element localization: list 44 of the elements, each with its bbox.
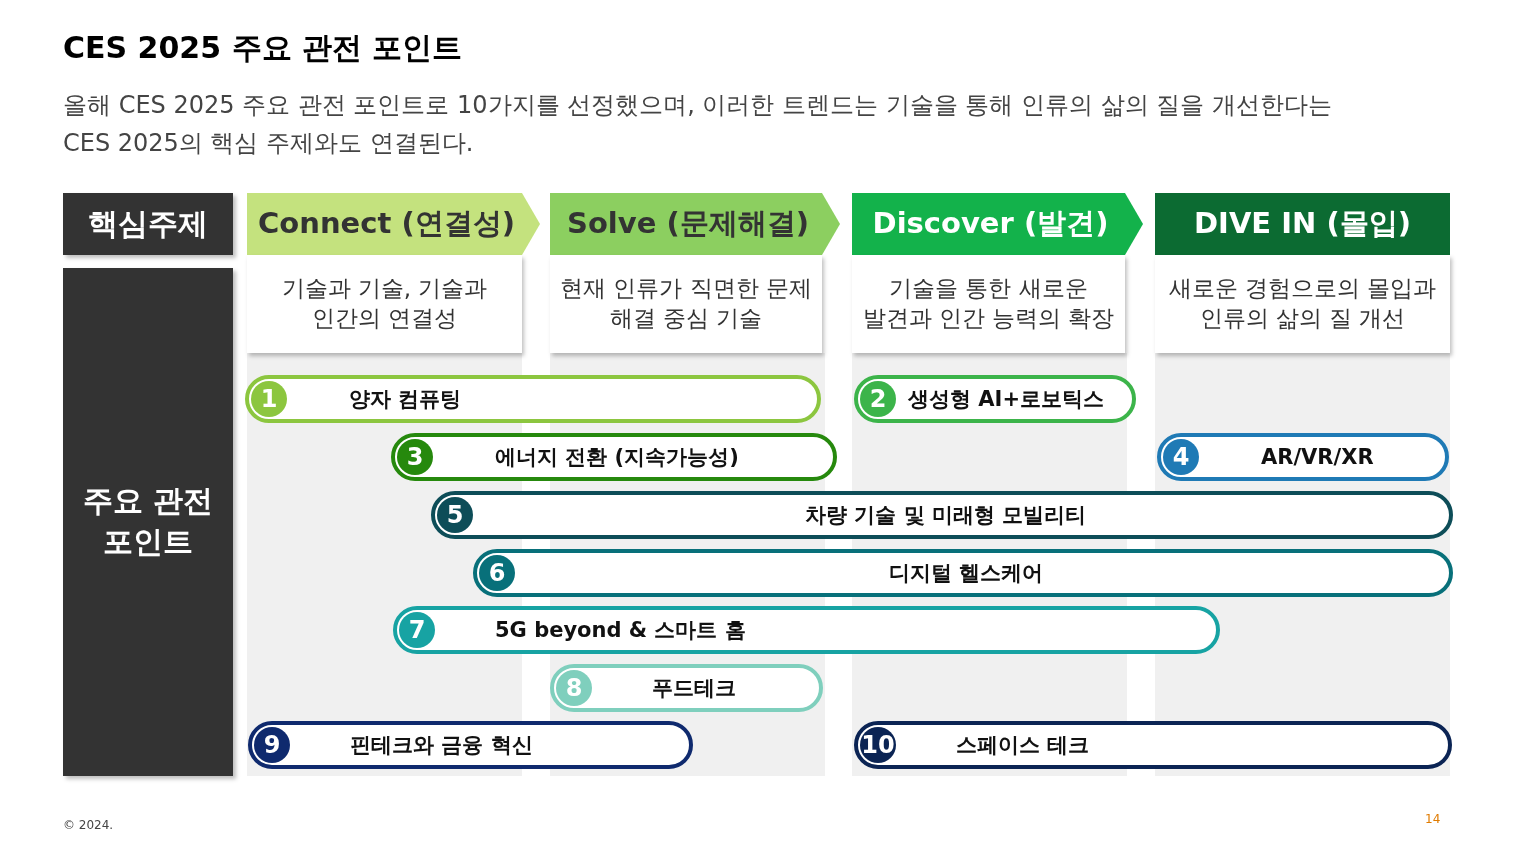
topic-pill	[473, 549, 1453, 597]
topic-label: AR/VR/XR	[1261, 444, 1374, 471]
number-badge: 4	[1163, 439, 1199, 475]
number-badge: 5	[437, 497, 473, 533]
topic-label: 디지털 헬스케어	[889, 560, 1044, 587]
row-header: 주요 관전 포인트	[63, 268, 233, 776]
topic-label: 푸드테크	[652, 675, 736, 702]
topic-label: 에너지 전환 (지속가능성)	[495, 444, 739, 471]
page-number: 14	[1425, 812, 1441, 826]
topic-pill	[393, 606, 1220, 654]
topic-pill	[391, 433, 837, 481]
number-badge: 3	[397, 439, 433, 475]
topic-pill	[431, 491, 1453, 539]
number-badge: 7	[399, 612, 435, 648]
theme-description: 기술과 기술, 기술과 인간의 연결성	[247, 255, 522, 353]
topic-label: 핀테크와 금융 혁신	[350, 732, 533, 759]
footer-note: © 2024.	[63, 818, 114, 832]
theme-chevron: DIVE IN (몰입)	[1155, 193, 1450, 255]
topic-pill	[550, 664, 823, 712]
theme-chevron: Discover (발견)	[852, 193, 1143, 255]
topic-label: 5G beyond & 스마트 홈	[495, 617, 746, 644]
topic-pill	[854, 375, 1136, 423]
topic-label: 생성형 AI+로보틱스	[908, 386, 1104, 413]
theme-description: 현재 인류가 직면한 문제 해결 중심 기술	[550, 255, 822, 353]
number-badge: 10	[860, 727, 896, 763]
number-badge: 8	[556, 670, 592, 706]
topic-label: 양자 컴퓨팅	[349, 386, 462, 413]
topic-label: 차량 기술 및 미래형 모빌리티	[805, 502, 1087, 529]
number-badge: 1	[251, 381, 287, 417]
theme-chevron: Connect (연결성)	[247, 193, 540, 255]
theme-description: 새로운 경험으로의 몰입과 인류의 삶의 질 개선	[1155, 255, 1450, 353]
number-badge: 9	[254, 727, 290, 763]
topic-pill	[245, 375, 821, 423]
topic-pill	[854, 721, 1452, 769]
subtitle: 올해 CES 2025 주요 관전 포인트로 10가지를 선정했으며, 이러한 트렌드는 기술을 통해 인류의 삶의 질을 개선한다는 CES 2025의 핵심 주제와도 연결된다.	[63, 90, 1333, 159]
topic-label: 스페이스 테크	[956, 732, 1090, 759]
theme-chevron: Solve (문제해결)	[550, 193, 840, 255]
topic-pill	[248, 721, 693, 769]
number-badge: 2	[860, 381, 896, 417]
theme-header: 핵심주제	[63, 193, 233, 255]
theme-description: 기술을 통한 새로운 발견과 인간 능력의 확장	[852, 255, 1125, 353]
topic-pill	[1157, 433, 1449, 481]
number-badge: 6	[479, 555, 515, 591]
title: CES 2025 주요 관전 포인트	[63, 29, 463, 67]
